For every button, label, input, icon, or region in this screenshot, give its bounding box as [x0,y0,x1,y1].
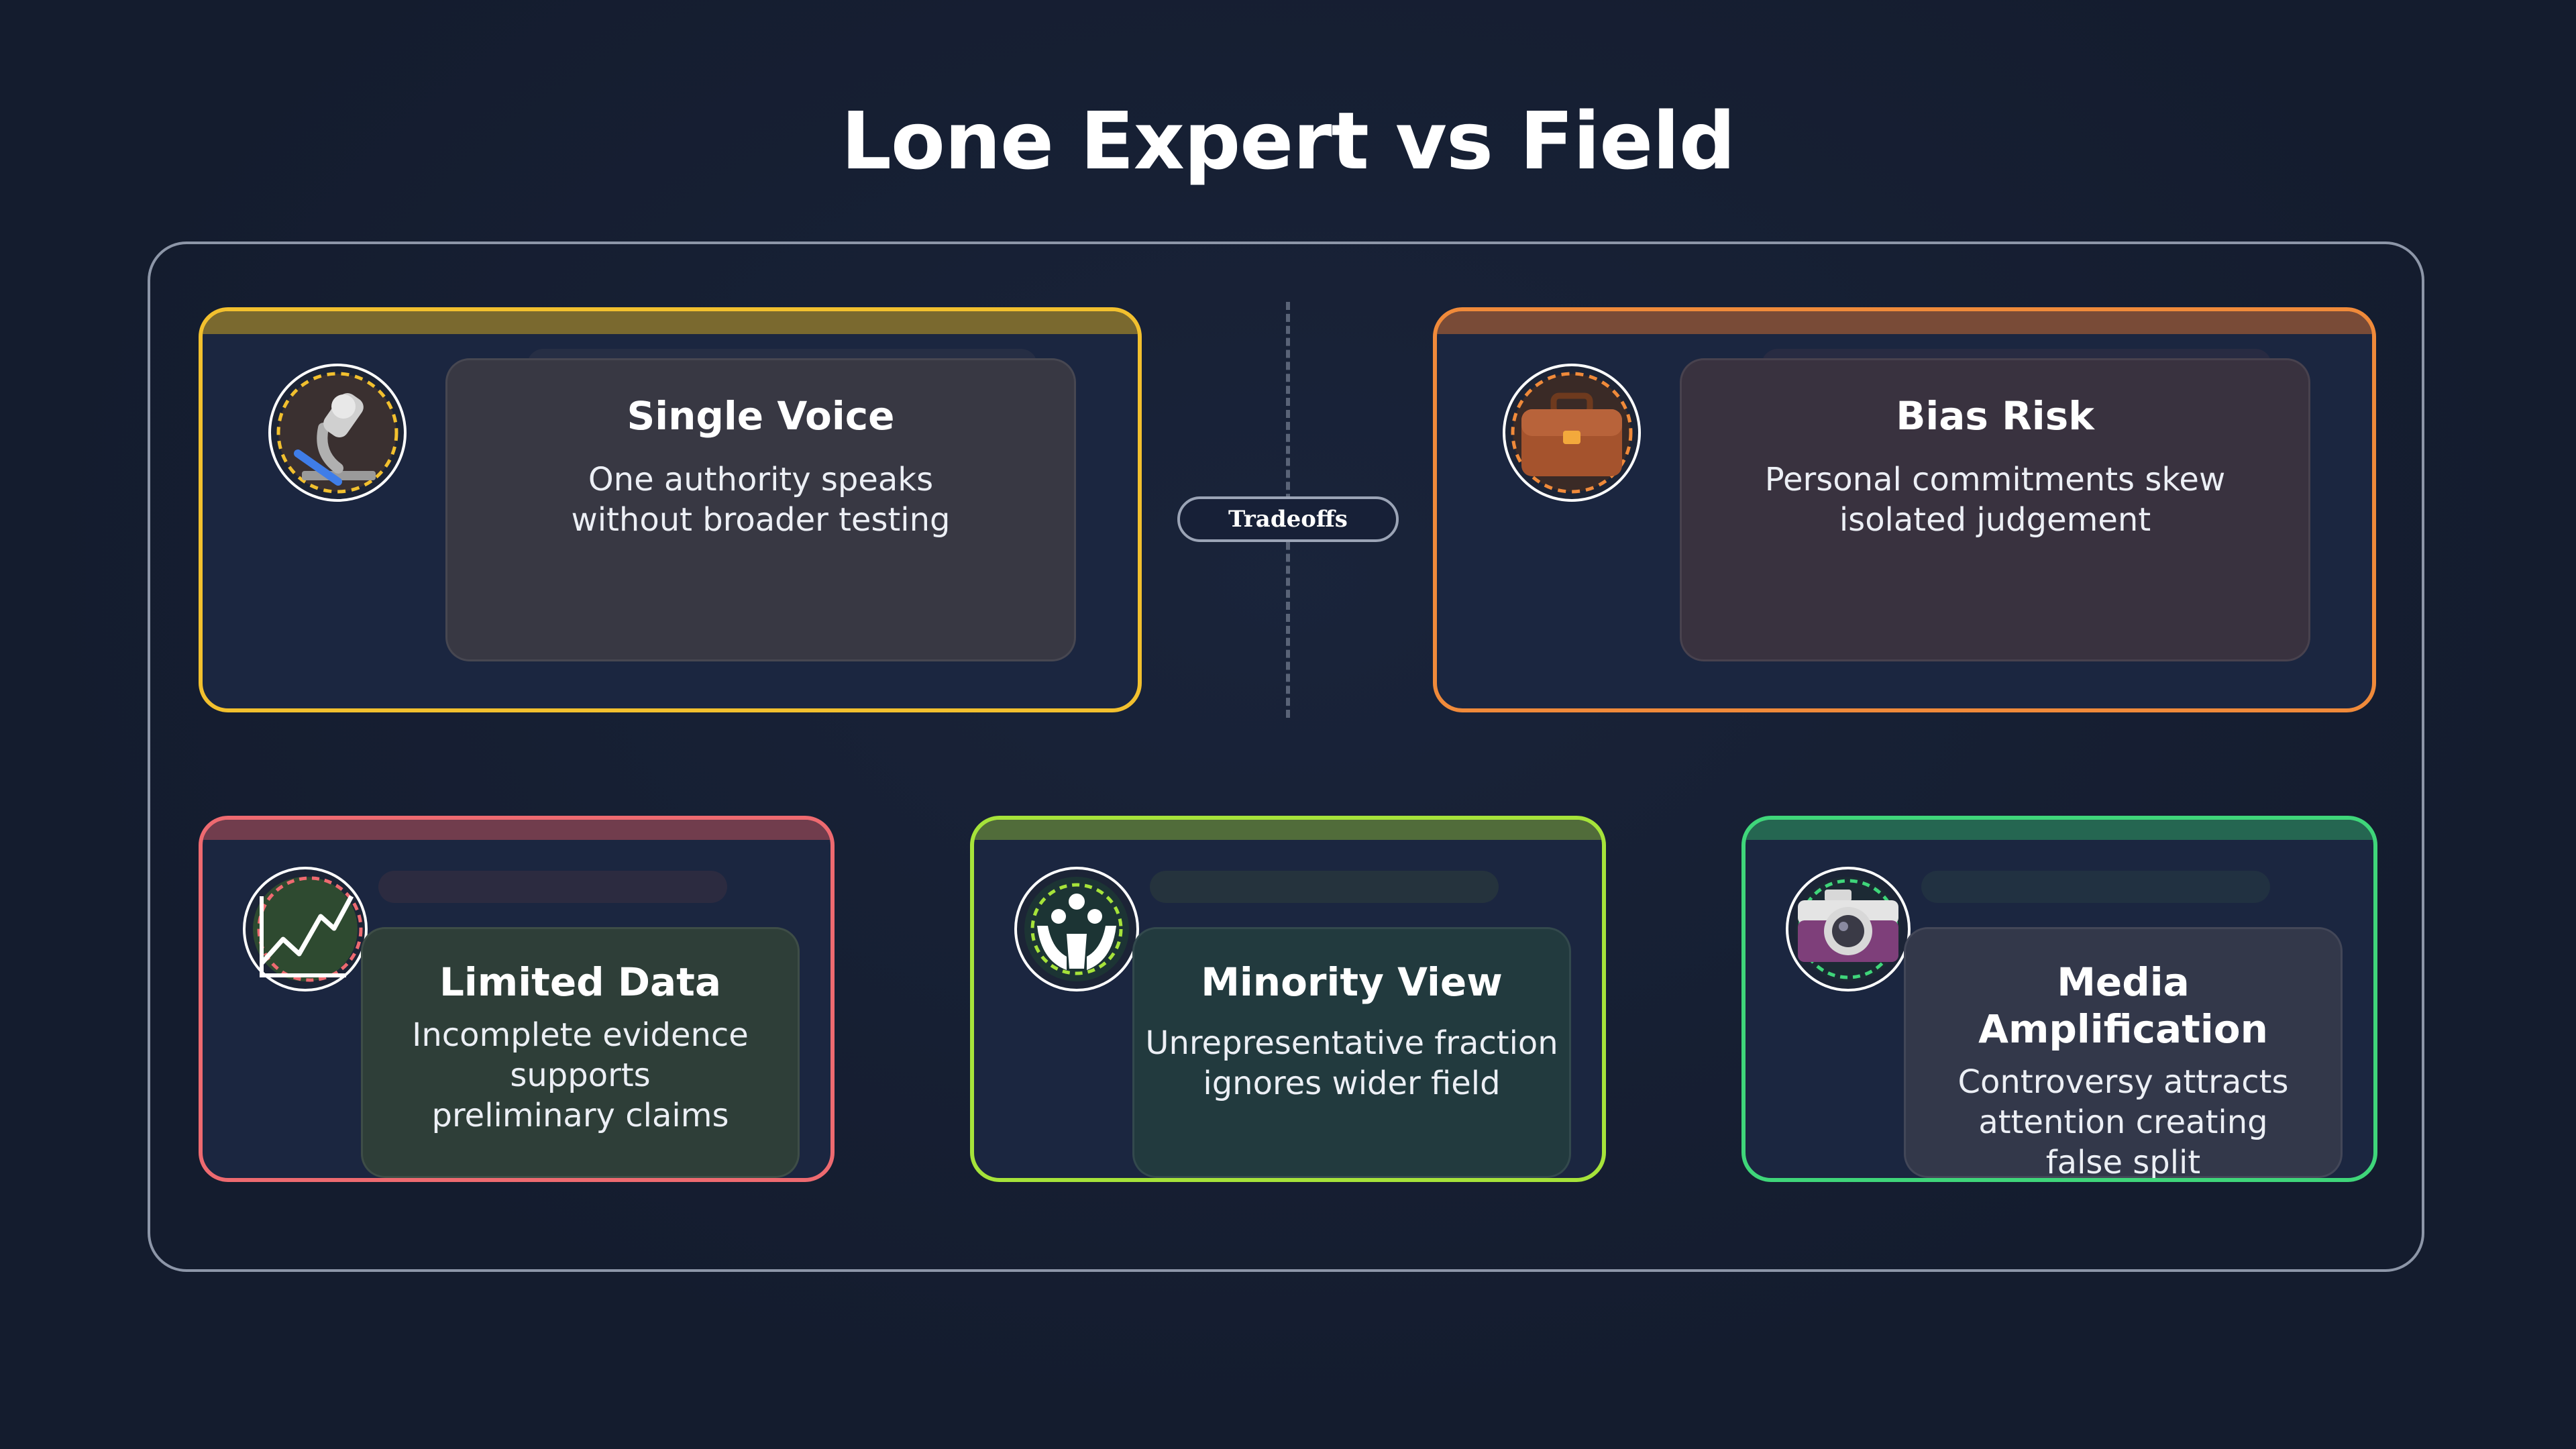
card-text-line: preliminary claims [431,1097,729,1134]
chart-line-icon [243,867,368,991]
card-title: Limited Data [439,959,722,1005]
card-title: Single Voice [627,393,895,439]
card-panel: Single Voice One authority speaks withou… [445,358,1076,661]
card-accent-bar [1437,311,2372,334]
briefcase-icon [1503,364,1641,502]
card-text-line: false split [2045,1144,2201,1181]
card-text-line: One authority speaks [588,461,934,498]
people-hands-icon [1014,867,1139,991]
card-text-line: isolated judgement [1839,501,2151,539]
card-panel: Bias Risk Personal commitments skew isol… [1680,358,2310,661]
ghost-bar [1921,871,2270,903]
card-accent-bar [1746,820,2373,840]
card-text-line: ignores wider field [1203,1065,1501,1102]
microscope-icon [268,364,407,502]
card-limited-data: Limited Data Incomplete evidence support… [199,816,835,1182]
card-text-line: Controversy attracts [1957,1063,2289,1101]
card-text-line: Personal commitments skew [1764,461,2226,498]
camera-icon [1786,867,1911,991]
card-panel: Minority View Unrepresentative fraction … [1132,927,1571,1178]
diagram-frame [148,241,2424,1272]
page-title: Lone Expert vs Field [841,95,1736,187]
card-single-voice: Single Voice One authority speaks withou… [199,307,1142,712]
card-panel: Media Amplification Controversy attracts… [1904,927,2343,1178]
card-minority-view: Minority View Unrepresentative fraction … [970,816,1606,1182]
card-bias-risk: Bias Risk Personal commitments skew isol… [1433,307,2376,712]
tradeoffs-label: Tradeoffs [1177,496,1399,542]
card-title: Media Amplification [1978,959,2268,1052]
card-accent-bar [974,820,1602,840]
card-text-line: supports [510,1057,651,1094]
ghost-bar [378,871,727,903]
card-accent-bar [203,311,1138,334]
card-media-amplification: Media Amplification Controversy attracts… [1741,816,2377,1182]
card-text-line: Unrepresentative fraction [1145,1024,1558,1062]
card-title: Minority View [1201,959,1503,1005]
card-text-line: attention creating [1978,1104,2268,1141]
ghost-bar [1150,871,1499,903]
card-text-line: Incomplete evidence [412,1016,749,1054]
card-text-line: without broader testing [571,501,951,539]
card-panel: Limited Data Incomplete evidence support… [361,927,800,1178]
card-accent-bar [203,820,830,840]
card-title: Bias Risk [1896,393,2094,439]
